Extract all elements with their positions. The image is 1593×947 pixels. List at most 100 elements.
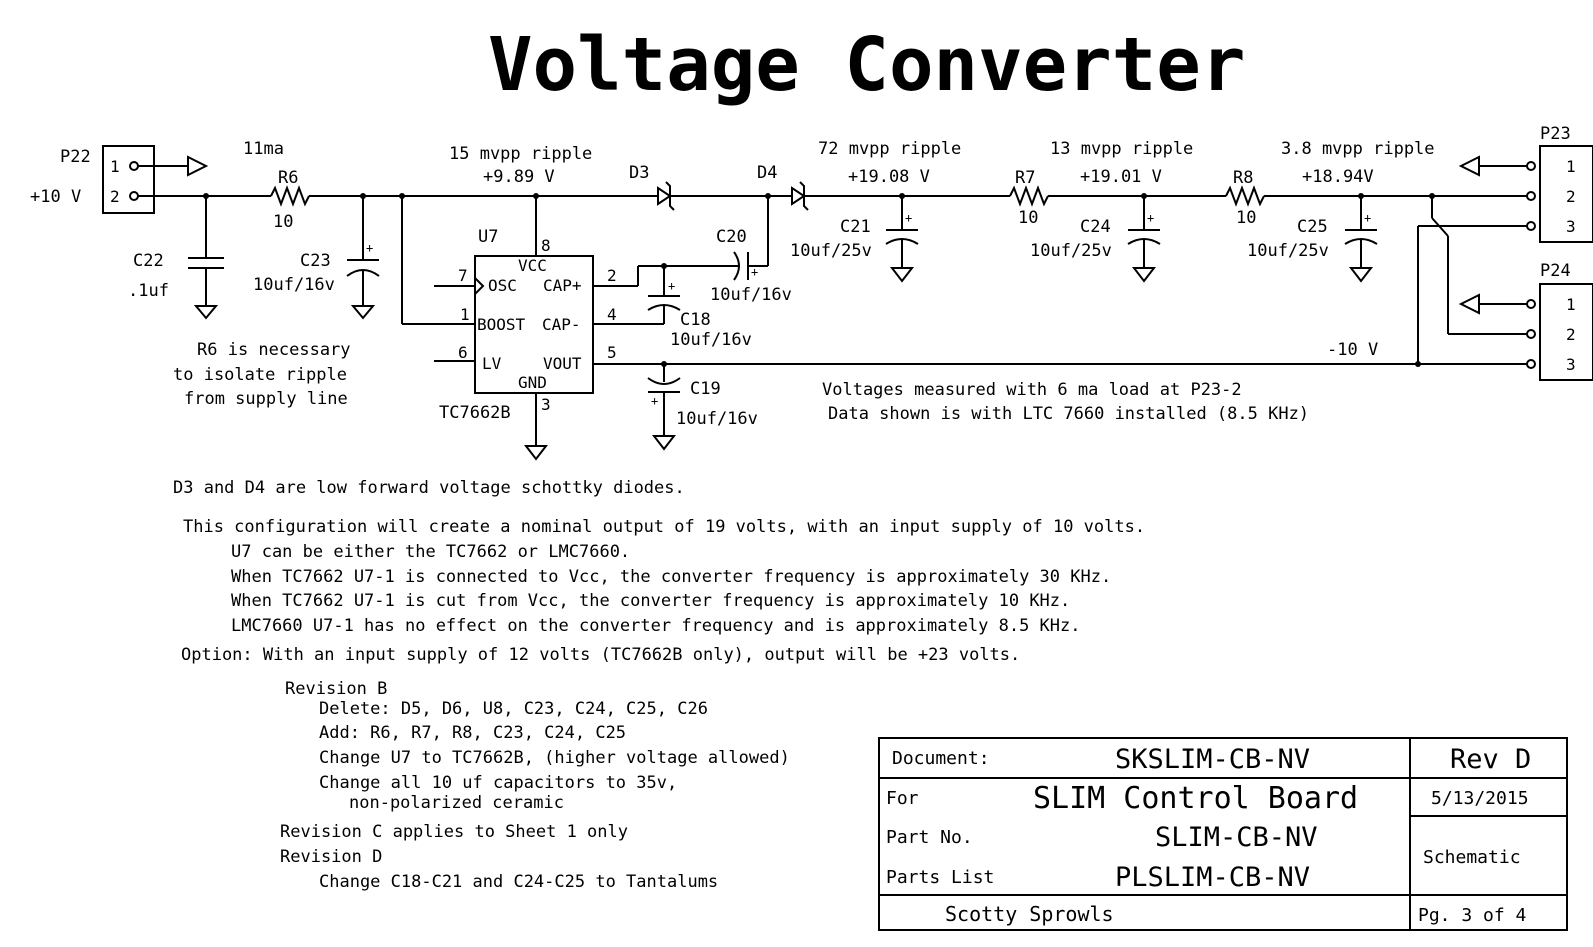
page-number: Pg. 3 of 4 [1418,905,1526,926]
u7-pin-gnd: GND [518,373,547,392]
junction-dots [203,193,1435,367]
revision-code: Rev D [1450,744,1531,775]
c18-value: 10uf/16v [670,330,752,350]
page-title: Voltage Converter [488,22,1245,108]
c21-value: 10uf/25v [790,241,872,261]
revision-b-item: Change all 10 uf capacitors to 35v, [319,773,677,793]
p23-pin1: 1 [1566,157,1576,176]
u7-num-1: 1 [460,305,470,324]
part-number: SLIM-CB-NV [1155,822,1318,853]
c24-ref: C24 [1080,217,1111,237]
c18-ref: C18 [680,310,711,330]
connector-p22: P22 1 2 +10 V [30,145,209,214]
voltage-c24: +19.01 V [1080,167,1162,187]
sheet-date: 5/13/2015 [1431,788,1529,809]
r6-note-line: from supply line [184,389,348,409]
c23-value: 10uf/16v [253,275,335,295]
revision-b-item: Add: R6, R7, R8, C23, C24, C25 [319,723,626,743]
config-line: U7 can be either the TC7662 or LMC7660. [231,542,630,562]
r6-note-line: R6 is necessary [197,340,351,360]
revision-history: Revision B Delete: D5, D6, U8, C23, C24,… [280,679,790,892]
ground-symbols [193,267,1374,461]
for-label: For [886,788,919,809]
revision-b-item: Delete: D5, D6, U8, C23, C24, C25, C26 [319,699,708,719]
revision-d-item: Change C18-C21 and C24-C25 to Tantalums [319,872,718,892]
c24-value: 10uf/25v [1030,241,1112,261]
document-kind: Schematic [1423,847,1521,868]
c20-ref: C20 [716,227,747,247]
config-note: This configuration will create a nominal… [183,517,1145,537]
voltage-u7: +9.89 V [483,167,555,187]
capacitor-c22: C22 .1uf [128,251,224,301]
p23-pin3: 3 [1566,217,1576,236]
author-name: Scotty Sprowls [945,902,1114,926]
p23-ref: P23 [1540,124,1571,144]
u7-pin-lv: LV [482,354,502,373]
voltage-c25: +18.94V [1302,167,1374,187]
u7-num-4: 4 [607,305,617,324]
resistor-r8: R8 10 [1225,168,1265,228]
diode-note: D3 and D4 are low forward voltage schott… [173,478,685,498]
resistor-r6: 11ma R6 10 [243,139,310,232]
c22-ref: C22 [133,251,164,271]
p24-ref: P24 [1540,261,1571,281]
connector-p24: P24 1 2 3 [1458,261,1593,381]
document-number: SKSLIM-CB-NV [1115,744,1310,775]
p24-pin3: 3 [1566,355,1576,374]
u7-num-8: 8 [541,236,551,255]
u7-pin-capp: CAP+ [543,276,582,295]
resistor-r7: R7 10 [1009,168,1049,228]
capacitor-c19: + C19 10uf/16v [647,377,758,429]
p22-voltage: +10 V [30,187,81,207]
p24-pin2: 2 [1566,325,1576,344]
voltage-c21: +19.08 V [848,167,930,187]
c19-value: 10uf/16v [676,409,758,429]
diode-d3: D3 [629,163,675,211]
capacitor-c24: + C24 10uf/25v [1030,211,1161,261]
ripple-c25: 3.8 mvpp ripple [1281,139,1435,159]
svg-text:+: + [751,265,758,279]
d3-ref: D3 [629,163,649,183]
notes: R6 is necessary to isolate ripple from s… [173,340,1309,665]
c23-ref: C23 [300,251,331,271]
measurements: 15 mvpp ripple +9.89 V 72 mvpp ripple +1… [449,139,1435,360]
u7-pin-vout: VOUT [543,354,582,373]
u7-num-5: 5 [607,343,617,362]
svg-text:+: + [905,211,912,225]
capacitor-c18: + C18 10uf/16v [647,279,752,350]
r6-ref: R6 [278,168,298,188]
c20-value: 10uf/16v [710,285,792,305]
title-block: Document: SKSLIM-CB-NV Rev D For SLIM Co… [878,737,1568,931]
revision-b-title: Revision B [285,679,387,699]
ripple-c21: 72 mvpp ripple [818,139,961,159]
p22-pin1: 1 [110,157,120,176]
r6-value: 10 [273,212,293,232]
u7-pin-capm: CAP- [542,315,581,334]
diode-d4: D4 [757,163,809,211]
u7-num-3: 3 [541,395,551,414]
u7-pin-osc: OSC [488,276,517,295]
option-note: Option: With an input supply of 12 volts… [181,645,1020,665]
u7-num-7: 7 [458,266,468,285]
connector-p23: P23 1 2 3 [1458,124,1593,243]
u7-num-2: 2 [607,266,617,285]
p22-ref: P22 [60,147,91,167]
r8-value: 10 [1236,208,1256,228]
svg-text:+: + [366,241,373,255]
revision-b-continuation: non-polarized ceramic [349,793,564,813]
u7-ref: U7 [478,227,498,247]
c25-value: 10uf/25v [1247,241,1329,261]
parts-list-number: PLSLIM-CB-NV [1115,862,1310,893]
r7-value: 10 [1018,208,1038,228]
u7-pin-vcc: VCC [518,256,547,275]
config-line: LMC7660 U7-1 has no effect on the conver… [231,616,1081,636]
for-value: SLIM Control Board [1033,781,1358,816]
svg-text:+: + [1364,211,1371,225]
d4-ref: D4 [757,163,777,183]
u7-num-6: 6 [458,343,468,362]
r8-ref: R8 [1233,168,1253,188]
svg-text:+: + [1147,211,1154,225]
p22-pin2: 2 [110,187,120,206]
p23-pin2: 2 [1566,187,1576,206]
